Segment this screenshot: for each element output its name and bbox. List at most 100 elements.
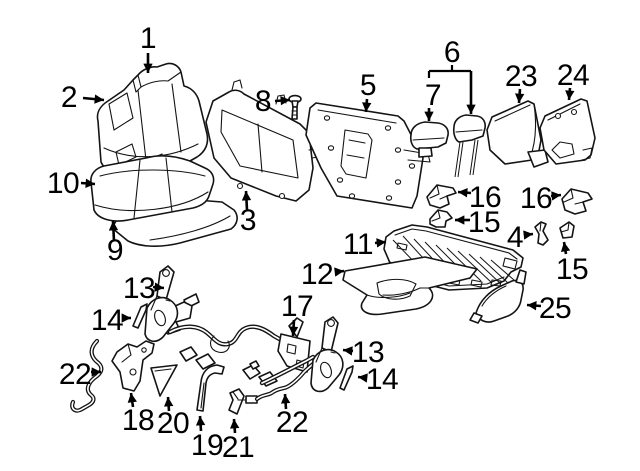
bracket-4 <box>534 221 549 246</box>
callout-21-arrow <box>229 418 240 434</box>
callout-6-number[interactable]: 6 <box>444 36 461 69</box>
callout-15-left-number[interactable]: 15 <box>468 206 501 239</box>
callout-17-arrow <box>288 319 299 337</box>
callout-20-number[interactable]: 20 <box>157 407 190 440</box>
recliner-cover-right <box>310 316 344 393</box>
callout-18[interactable]: 18 <box>122 392 155 437</box>
callout-16-left-arrow <box>457 188 472 198</box>
callout-15-right[interactable]: 15 <box>556 241 589 286</box>
callout-14-right-arrow <box>357 373 368 383</box>
callout-13-left[interactable]: 13 <box>123 272 165 305</box>
callout-20[interactable]: 20 <box>157 396 190 440</box>
trim-triangle-20 <box>150 364 178 397</box>
callout-12[interactable]: 12 <box>301 258 345 291</box>
callout-22-left-number[interactable]: 22 <box>59 358 92 391</box>
callout-25-number[interactable]: 25 <box>539 292 572 325</box>
bracket-25 <box>469 269 527 324</box>
callout-23-number[interactable]: 23 <box>505 60 538 93</box>
callout-14-left-number[interactable]: 14 <box>91 304 124 337</box>
callout-14-right[interactable]: 14 <box>357 363 399 396</box>
callout-1[interactable]: 1 <box>140 22 157 73</box>
callout-14-left[interactable]: 14 <box>91 304 131 337</box>
callout-18-number[interactable]: 18 <box>122 404 155 437</box>
callout-16-left-number[interactable]: 16 <box>469 181 502 214</box>
callout-5-number[interactable]: 5 <box>360 69 377 102</box>
callout-15-right-arrow <box>560 241 571 255</box>
callout-16-left[interactable]: 16 <box>457 181 502 214</box>
callout-8-number[interactable]: 8 <box>255 85 272 118</box>
callout-19-arrow <box>195 415 206 432</box>
callout-7-number[interactable]: 7 <box>425 79 442 112</box>
callout-22-right-arrow <box>280 393 291 410</box>
trim-wedge-left <box>132 303 148 329</box>
panel-23 <box>486 100 549 168</box>
callout-20-arrow <box>163 396 174 412</box>
callout-11[interactable]: 11 <box>343 228 387 261</box>
callout-24-number[interactable]: 24 <box>557 59 590 92</box>
callout-21[interactable]: 21 <box>222 418 255 464</box>
callout-4-arrow <box>523 230 534 240</box>
hinge-bracket-18 <box>111 340 155 392</box>
callout-17-number[interactable]: 17 <box>281 290 314 323</box>
callout-24-arrow <box>565 87 575 101</box>
callout-11-arrow <box>374 238 387 248</box>
callout-21-number[interactable]: 21 <box>222 431 255 464</box>
callout-16-right-arrow <box>550 191 562 201</box>
callout-16-right-number[interactable]: 16 <box>520 182 553 215</box>
callout-13-right-number[interactable]: 13 <box>352 336 385 369</box>
callout-17[interactable]: 17 <box>281 290 314 337</box>
callout-8[interactable]: 8 <box>255 85 291 118</box>
callout-25-arrow <box>526 300 542 311</box>
callout-6-bracket <box>427 65 471 78</box>
riser-assembly <box>157 293 316 387</box>
callout-2[interactable]: 2 <box>61 81 105 114</box>
callout-15-right-number[interactable]: 15 <box>556 253 589 286</box>
callout-4[interactable]: 4 <box>507 221 534 254</box>
callout-2-arrow <box>82 94 105 104</box>
callout-13-left-number[interactable]: 13 <box>123 272 156 305</box>
callout-13-right[interactable]: 13 <box>342 336 385 369</box>
callout-25[interactable]: 25 <box>526 292 572 325</box>
callout-24[interactable]: 24 <box>557 59 590 101</box>
callout-11-number[interactable]: 11 <box>343 228 374 261</box>
callout-9-number[interactable]: 9 <box>107 234 124 267</box>
callout-22-left[interactable]: 22 <box>59 358 101 391</box>
callout-5[interactable]: 5 <box>360 69 377 113</box>
callout-10-arrow <box>80 178 96 189</box>
callout-10-number[interactable]: 10 <box>47 167 80 200</box>
callout-23-arrow <box>514 88 525 104</box>
callout-22-right-number[interactable]: 22 <box>276 406 309 439</box>
seat-cushion <box>90 155 215 222</box>
floor-mat <box>342 256 478 316</box>
callout-12-number[interactable]: 12 <box>301 258 334 291</box>
trim-wedge-right <box>339 365 354 391</box>
callout-18-arrow <box>127 392 137 408</box>
callout-2-number[interactable]: 2 <box>61 81 78 114</box>
callout-15-left[interactable]: 15 <box>455 206 501 239</box>
callout-1-number[interactable]: 1 <box>140 22 157 55</box>
callout-14-right-number[interactable]: 14 <box>366 363 399 396</box>
callout-19-number[interactable]: 19 <box>191 429 224 462</box>
strap-21 <box>228 388 245 415</box>
callout-3-arrow <box>241 190 252 211</box>
headrest-front <box>409 121 449 158</box>
release-cable-left <box>70 338 104 413</box>
clip-15-right <box>559 221 575 239</box>
callout-7[interactable]: 7 <box>424 79 442 121</box>
callout-16-right[interactable]: 16 <box>520 182 562 215</box>
clip-16-left <box>426 184 457 209</box>
callout-3[interactable]: 3 <box>240 190 257 237</box>
callout-10[interactable]: 10 <box>47 167 96 200</box>
callout-4-number[interactable]: 4 <box>507 221 524 254</box>
callout-9[interactable]: 9 <box>107 220 124 267</box>
callout-23[interactable]: 23 <box>505 60 538 104</box>
bolt <box>288 94 302 120</box>
callout-22-right[interactable]: 22 <box>276 393 309 439</box>
callout-3-number[interactable]: 3 <box>240 204 257 237</box>
callout-8-arrow <box>274 95 291 106</box>
callout-6[interactable]: 6 <box>427 36 476 114</box>
bent-tube-19 <box>196 364 225 412</box>
callout-19[interactable]: 19 <box>191 415 224 462</box>
